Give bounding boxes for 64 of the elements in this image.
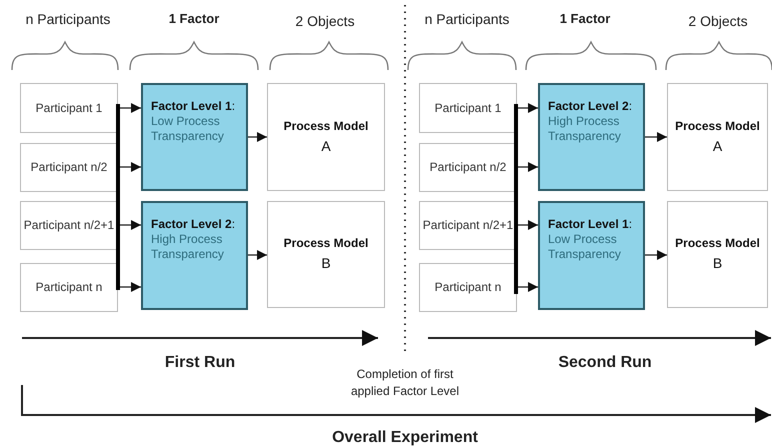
caption-text: Completion of first applied Factor Level [350, 366, 460, 400]
arrow [248, 132, 267, 142]
caption-text: n Participants [424, 10, 510, 29]
arrow [645, 132, 667, 142]
factor-level-description: High Process Transparency [151, 232, 225, 262]
process-model-title: Process Model [675, 118, 760, 134]
bus-bar [514, 104, 518, 294]
process-model-letter: A [712, 138, 722, 156]
arrow [248, 250, 267, 260]
factor-level-box [538, 201, 645, 310]
arrow [518, 282, 538, 292]
participant-box [419, 83, 517, 133]
arrow [645, 250, 667, 260]
section-heading: Overall Experiment [332, 428, 478, 447]
arrow [518, 220, 538, 230]
process-model-title: Process Model [284, 236, 368, 252]
participant-box [20, 201, 118, 250]
participant-label: Participant n/2 [430, 160, 506, 175]
factor-level-heading: Factor Level 1: [548, 217, 632, 232]
arrow [120, 220, 141, 230]
participant-label: Participant n [434, 280, 502, 295]
section-heading: 1 Factor [560, 10, 610, 28]
process-model-letter: A [321, 138, 331, 156]
participant-box [419, 201, 517, 250]
factor-level-box [538, 83, 645, 191]
process-model-title: Process Model [284, 118, 368, 134]
process-model-letter: B [321, 255, 331, 273]
factor-level-description: High Process Transparency [548, 114, 622, 144]
arrow [120, 162, 141, 172]
section-heading: Second Run [558, 353, 652, 373]
participant-box [20, 263, 118, 312]
participant-box [20, 143, 118, 192]
participant-label: Participant n/2+1 [422, 218, 514, 233]
caption-text: 2 Objects [688, 12, 748, 31]
participant-box [419, 143, 517, 192]
participant-label: Participant n/2+1 [24, 218, 114, 233]
caption-text: n Participants [26, 10, 110, 29]
process-model-box [267, 201, 385, 308]
arrow [120, 103, 141, 113]
arrow [518, 103, 538, 113]
participant-label: Participant n/2 [30, 160, 108, 175]
factor-level-box [141, 83, 248, 191]
arrow [518, 162, 538, 172]
arrow [120, 282, 141, 292]
participant-box [20, 83, 118, 133]
process-model-box [267, 83, 385, 191]
caption-text: 2 Objects [295, 12, 355, 31]
factor-level-description: Low Process Transparency [548, 232, 622, 262]
section-heading: 1 Factor [168, 10, 220, 28]
process-model-letter: B [712, 255, 722, 273]
factor-level-heading: Factor Level 1: [151, 99, 236, 114]
participant-box [419, 263, 517, 312]
process-model-title: Process Model [675, 236, 760, 252]
factor-level-heading: Factor Level 2: [151, 217, 236, 232]
participant-label: Participant 1 [36, 100, 102, 116]
factor-level-box [141, 201, 248, 310]
process-model-box [667, 83, 768, 191]
process-model-box [667, 201, 768, 308]
participant-label: Participant 1 [434, 100, 502, 116]
factor-level-heading: Factor Level 2: [548, 99, 632, 114]
participant-label: Participant n [36, 280, 102, 295]
bus-bar [116, 104, 120, 290]
section-heading: First Run [164, 353, 236, 373]
factor-level-description: Low Process Transparency [151, 114, 225, 144]
